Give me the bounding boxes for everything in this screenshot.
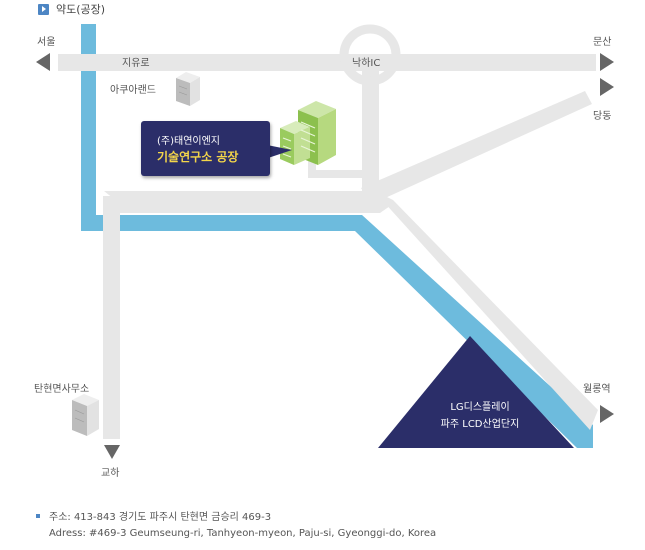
label-munsan: 문산 [593,37,612,48]
company-callout: (주)태연이엔지 기술연구소 공장 [141,121,270,176]
roads [58,54,598,439]
road-diagonal-wolrong [373,190,598,430]
play-square-icon [38,3,49,15]
route-path [81,24,593,448]
road-gyoha [103,196,120,439]
label-tanhyeon-office: 탄현면사무소 [34,384,90,395]
label-arirand: 아쿠아랜드 [110,85,156,96]
address-korean-text: 주소: 413-843 경기도 파주시 탄현면 금승리 469-3 [49,512,272,523]
header-title: 약도(공장) [56,3,106,16]
bullet-icon [36,513,40,518]
label-seoul: 서울 [37,37,56,48]
arrow-east-wolrong [600,405,614,423]
road-jayuro [58,54,596,71]
tanhyeon-office-building-icon [72,394,99,436]
callout-box [141,121,270,176]
arrow-east-dangdong [600,78,614,96]
factory-building-icon [280,101,336,165]
callout-facility-name: 기술연구소 공장 [157,150,239,164]
label-gyoha: 교하 [101,468,120,479]
arrow-south-gyoha [104,445,120,459]
interchange-ring [339,24,401,86]
callout-company-name: (주)태연이엔지 [157,136,221,147]
road-dangdong [361,91,592,204]
label-jayuro: 지유로 [122,58,150,69]
label-dangdong: 당동 [593,111,612,122]
lg-block-line2: 파주 LCD산업단지 [440,419,520,430]
lg-display-block [378,336,574,448]
road-factory-stub [308,170,370,178]
label-nakha-ic: 낙하IC [352,58,381,69]
arrow-east-munsan [600,53,614,71]
address-english: Adress: #469-3 Geumseung-ri, Tanhyeon-my… [49,528,437,539]
lg-block-line1: LG디스플레이 [450,402,510,413]
label-wolrong: 월롱역 [583,384,611,395]
address-korean: 주소: 413-843 경기도 파주시 탄현면 금승리 469-3 [36,508,271,523]
section-header: 약도(공장) [38,2,105,16]
road-nakha-vertical [362,70,379,200]
road-junction-horizontal [104,191,393,213]
aqualand-building-icon [176,72,200,106]
road-factory-access [308,157,316,177]
arrow-west-seoul [36,53,50,71]
